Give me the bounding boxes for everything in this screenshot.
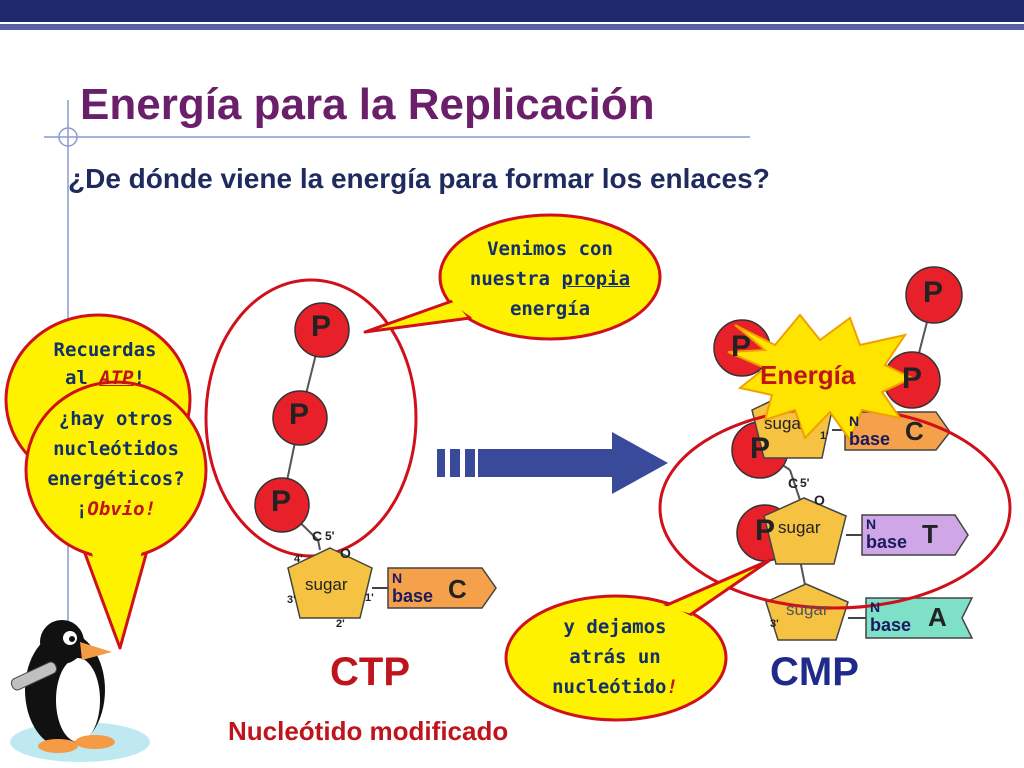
- cmp-phosphate-top-label: P: [923, 276, 944, 309]
- ctp-2prime-label: 2': [336, 618, 345, 630]
- slide-title: Energía para la Replicación: [80, 80, 655, 129]
- cmp-sugar-3: [765, 583, 849, 641]
- cmp-o-label: O: [814, 492, 825, 508]
- ctp-3prime-label: 3': [287, 594, 296, 606]
- penguin-beak: [80, 642, 112, 660]
- cmp-sugar-3-label: sugar: [786, 600, 829, 619]
- bottom-bubble-text: y dejamos atrás un nucleótido!: [552, 616, 678, 698]
- penguin-belly: [56, 658, 100, 742]
- cmp-sugar-2: [763, 497, 847, 565]
- cmp-phosphate-left-label: P: [731, 330, 752, 363]
- ctp-phosphate-2-label: P: [289, 398, 310, 431]
- cmp-phosphate-mid-label: P: [902, 362, 923, 395]
- cmp-sugar-2-label: sugar: [778, 518, 821, 537]
- slide-subtitle: ¿De dónde viene la energía para formar l…: [68, 163, 770, 194]
- cmp-phosphate-top: [905, 266, 963, 324]
- ctp-5prime-label: 5': [325, 529, 335, 543]
- cmp-base-t-n-label: N: [866, 516, 877, 532]
- cmp-phosphate-bottom-label: P: [755, 514, 776, 547]
- cmp-base-a-word-label: base: [870, 615, 912, 635]
- ctp-phosphate-3-label: P: [271, 485, 292, 518]
- ctp-c5-label: C: [312, 528, 323, 544]
- arrow-dash-1: [437, 449, 445, 477]
- ctp-4prime-label: 4': [294, 553, 303, 565]
- cmp-caption: CMP: [770, 650, 859, 694]
- ctp-phosphate-1: [294, 302, 350, 358]
- arrow-dash-3: [465, 449, 475, 477]
- cmp-phosphate-lower-label: P: [750, 432, 771, 465]
- ctp-o-label: O: [340, 545, 351, 561]
- cmp-5prime-label: 5': [800, 476, 810, 490]
- cmp-base-t-word-label: base: [866, 532, 908, 552]
- top-banner-bar: [0, 0, 1024, 22]
- cmp-sugar-1-label: suga: [764, 414, 801, 433]
- wrench-icon: [10, 661, 58, 691]
- top-banner-stripe: [0, 24, 1024, 30]
- cmp-base-c-n-label: N: [849, 413, 860, 429]
- energy-label: Energía: [760, 360, 856, 390]
- modified-nucleotide-caption: Nucleótido modificado: [228, 716, 509, 746]
- guide-crosshair: [58, 127, 78, 147]
- ctp-base-c-label: C: [448, 574, 467, 604]
- cmp-base-c-word-label: base: [849, 429, 891, 449]
- ctp-sugar: [287, 547, 373, 619]
- ctp-1prime-label: 1': [365, 592, 374, 604]
- left-front-bubble-text: ¿hay otros nucleótidos energéticos? ¡Obv…: [47, 408, 185, 520]
- arrow-dash-2: [450, 449, 460, 477]
- ctp-base-n-label: N: [392, 570, 403, 586]
- cmp-base-a: [865, 597, 974, 639]
- ctp-base-c: [387, 567, 497, 609]
- ctp-phosphate-ellipse: [204, 278, 418, 558]
- cmp-base-a-n-label: N: [870, 599, 881, 615]
- ctp-phosphate-3: [254, 477, 310, 533]
- ctp-phosphate-2: [272, 390, 328, 446]
- ctp-phosphate-1-label: P: [311, 310, 332, 343]
- energy-burst: [727, 313, 915, 443]
- cmp-base-a-label: A: [928, 602, 947, 632]
- cmp-3prime-label: 3': [770, 618, 779, 630]
- top-bubble-text: Venimos con nuestra propia energía: [469, 238, 631, 320]
- ctp-caption: CTP: [330, 650, 410, 694]
- ctp-base-word-label: base: [392, 586, 434, 606]
- left-back-bubble-text: Recuerdas al ATP!: [53, 339, 157, 389]
- cmp-1prime-label: 1': [820, 430, 829, 442]
- cmp-base-c-label: C: [905, 416, 924, 446]
- cmp-base-t-label: T: [922, 519, 938, 549]
- bottom-bubble-tail: [658, 558, 772, 617]
- cmp-ellipse: [658, 406, 1012, 610]
- ctp-sugar-label: sugar: [305, 575, 348, 594]
- cmp-c5-label: C: [788, 475, 799, 491]
- reaction-arrow: [478, 432, 668, 494]
- cmp-base-t: [861, 514, 969, 556]
